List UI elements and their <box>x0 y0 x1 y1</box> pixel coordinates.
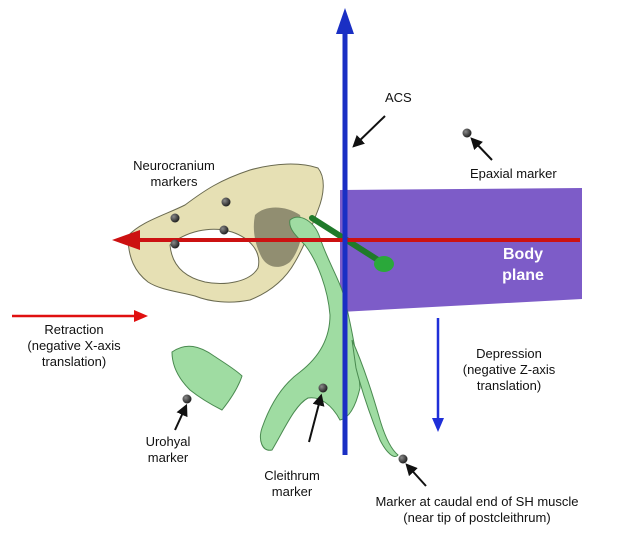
urohyal-marker-label: Urohyal marker <box>130 434 206 466</box>
cleithrum-marker-label: Cleithrum marker <box>252 468 332 500</box>
acs-label: ACS <box>385 90 412 106</box>
marker-neuro-1 <box>171 214 180 223</box>
marker-urohyal <box>183 395 192 404</box>
y-axis-head <box>374 256 394 272</box>
depression-label: Depression (negative Z-axis translation) <box>444 346 574 394</box>
cleithrum-pointer-arrow <box>309 396 321 442</box>
epaxial-marker-label: Epaxial marker <box>470 166 557 182</box>
retraction-label: Retraction (negative X-axis translation) <box>6 322 142 370</box>
retraction-arrow-head <box>134 310 148 322</box>
sh-pointer-arrow <box>407 465 426 486</box>
marker-sh-muscle <box>399 455 408 464</box>
epaxial-pointer-arrow <box>472 139 492 160</box>
urohyal-bone <box>172 346 242 410</box>
sh-marker-label: Marker at caudal end of SH muscle (near … <box>352 494 602 526</box>
body-plane-label: Body plane <box>488 244 558 286</box>
depression-arrow-head <box>432 418 444 432</box>
marker-neuro-3 <box>171 240 180 249</box>
x-axis-head <box>112 230 140 250</box>
z-axis-head <box>336 8 354 34</box>
urohyal-pointer-arrow <box>175 406 186 430</box>
acs-pointer-arrow <box>354 116 385 146</box>
marker-neuro-2 <box>222 198 231 207</box>
marker-cleithrum <box>319 384 328 393</box>
marker-epaxial <box>463 129 472 138</box>
neurocranium-markers-label: Neurocranium markers <box>116 158 232 190</box>
marker-neuro-4 <box>220 226 229 235</box>
